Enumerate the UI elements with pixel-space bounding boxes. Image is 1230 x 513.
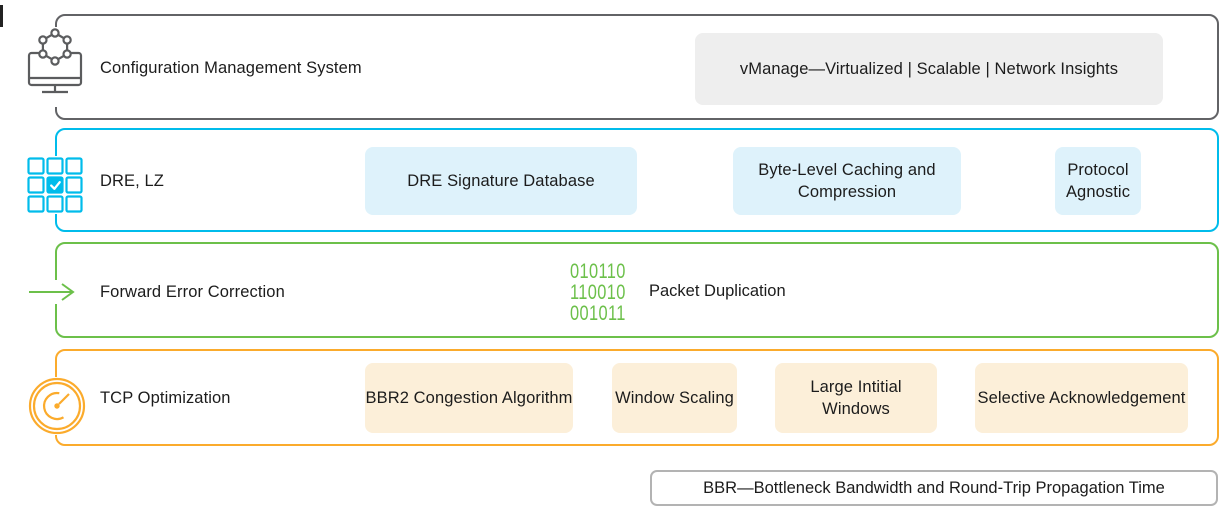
binary-line: 001011 xyxy=(570,302,626,325)
left-edge-artifact xyxy=(0,5,3,27)
footnote-bbr-definition: BBR—Bottleneck Bandwidth and Round-Trip … xyxy=(650,470,1218,506)
row-label-configuration-management-system: Configuration Management System xyxy=(100,59,362,77)
tag-bbr2-congestion-algorithm: BBR2 Congestion Algorithm xyxy=(365,363,573,433)
tag-window-scaling: Window Scaling xyxy=(612,363,737,433)
tag-selective-acknowledgement: Selective Acknowledgement xyxy=(975,363,1188,433)
tag-large-initial-windows: Large Intitial Windows xyxy=(775,363,937,433)
row-label-tcp-optimization: TCP Optimization xyxy=(100,389,231,407)
row-label-forward-error-correction: Forward Error Correction xyxy=(100,283,285,301)
binary-digits-graphic: 010110 110010 001011 xyxy=(570,261,626,324)
row-forward-error-correction xyxy=(55,242,1219,338)
label-packet-duplication: Packet Duplication xyxy=(649,282,786,300)
grid-check-icon xyxy=(27,156,83,214)
tag-byte-level-caching: Byte-Level Caching and Compression xyxy=(733,147,961,215)
binary-line: 110010 xyxy=(570,281,626,304)
tag-dre-signature-database: DRE Signature Database xyxy=(365,147,637,215)
gauge-icon xyxy=(28,377,86,435)
binary-line: 010110 xyxy=(570,260,626,283)
tag-protocol-agnostic: Protocol Agnostic xyxy=(1055,147,1141,215)
managed-system-icon xyxy=(23,27,87,107)
row-dre-lz xyxy=(55,128,1219,232)
arrow-right-icon xyxy=(27,280,75,304)
row-label-dre-lz: DRE, LZ xyxy=(100,172,164,190)
tag-vmanage: vManage—Virtualized | Scalable | Network… xyxy=(695,33,1163,105)
